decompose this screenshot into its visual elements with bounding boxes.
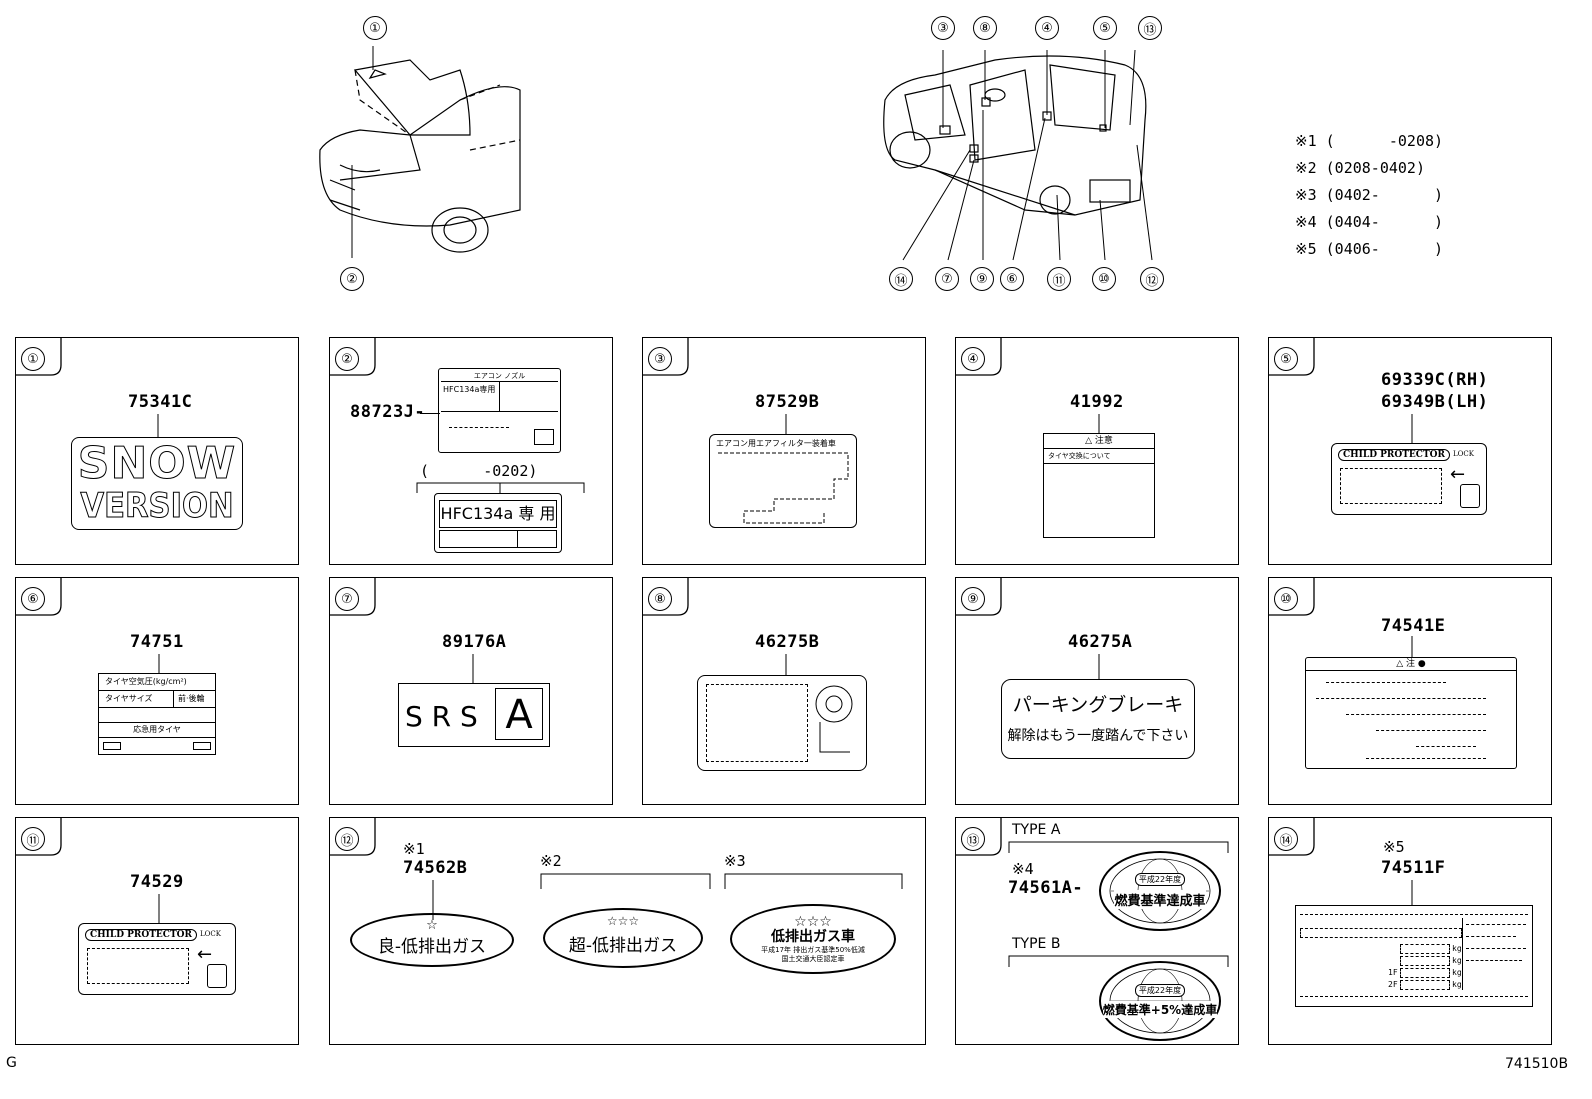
panel-2[interactable]: ② 88723J- エアコン ノズル HFC134a専用 ( -0202) HF… <box>329 337 613 565</box>
hfc-label-small: エアコン ノズル HFC134a専用 <box>438 368 561 453</box>
part-number: 87529B <box>755 392 820 412</box>
hfc-label-large: HFC134a 専 用 <box>434 493 562 553</box>
callout-2[interactable]: ② <box>340 267 364 291</box>
callout-11[interactable]: ⑪ <box>1047 267 1071 291</box>
part-number: 46275A <box>1068 632 1133 652</box>
callout-7[interactable]: ⑦ <box>935 267 959 291</box>
type-a-label: TYPE A <box>1012 822 1061 838</box>
part-number: 75341C <box>128 392 193 412</box>
callout-5[interactable]: ⑤ <box>1093 16 1117 40</box>
part-number: 74751 <box>130 632 184 652</box>
callout-3[interactable]: ③ <box>931 16 955 40</box>
panel-10[interactable]: ⑩ 74541E △ 注 ● <box>1268 577 1552 805</box>
tire-caution-label: △ 注意 タイヤ交換について <box>1043 433 1155 538</box>
part-number: 74541E <box>1381 616 1446 636</box>
footer-diagram-id: 741510B <box>1505 1056 1569 1072</box>
part-number: 88723J- <box>350 402 426 422</box>
callout-14[interactable]: ⑭ <box>889 267 913 291</box>
snow-version-label: SNOW VERSION <box>71 437 243 530</box>
callout-13[interactable]: ⑬ <box>1138 16 1162 40</box>
part-number: 74529 <box>130 872 184 892</box>
note-4: ※4 (0404- ) <box>1295 213 1444 231</box>
panel-13[interactable]: ⑬ TYPE A ※4 74561A- 平成22年度 燃費基準達成車 TYPE … <box>955 817 1239 1045</box>
callout-4[interactable]: ④ <box>1035 16 1059 40</box>
panel-5[interactable]: ⑤ 69339C(RH) 69349B(LH) CHILD PROTECTOR … <box>1268 337 1552 565</box>
fuel-standard-oval-a: 平成22年度 燃費基準達成車 <box>1099 851 1221 931</box>
panel-1[interactable]: ① 75341C SNOW VERSION <box>15 337 299 565</box>
panel-6[interactable]: ⑥ 74751 タイヤ空気圧(kg/cm²) タイヤサイズ 前·後輪 応急用タイ… <box>15 577 299 805</box>
note-mark-4: ※4 <box>1012 860 1034 878</box>
part-number: 89176A <box>442 632 507 652</box>
part-number: 41992 <box>1070 392 1124 412</box>
range-label: ( -0202) <box>420 462 538 480</box>
notes-list: ※1 ( -0208) ※2 (0208-0402) ※3 (0402- ) ※… <box>1295 128 1443 263</box>
panel-3[interactable]: ③ 87529B エアコン用エアフィルタ一装着車 <box>642 337 926 565</box>
air-filter-label: エアコン用エアフィルタ一装着車 <box>709 434 857 528</box>
rear-car-illustration <box>883 49 1153 261</box>
low-emission-oval-2: ☆☆☆ 超-低排出ガス <box>543 908 703 968</box>
note-1: ※1 ( -0208) <box>1295 132 1444 150</box>
note-5: ※5 (0406- ) <box>1295 240 1444 258</box>
airbag-label <box>697 675 867 771</box>
tire-pressure-label: タイヤ空気圧(kg/cm²) タイヤサイズ 前·後輪 応急用タイヤ <box>98 673 216 755</box>
callout-6[interactable]: ⑥ <box>1000 267 1024 291</box>
callout-8[interactable]: ⑧ <box>973 16 997 40</box>
caution-text-label: △ 注 ● <box>1305 657 1517 769</box>
note-mark-3: ※3 <box>724 852 746 870</box>
low-emission-oval-1: ☆ 良-低排出ガス <box>350 913 514 967</box>
callout-12[interactable]: ⑫ <box>1140 267 1164 291</box>
callout-9[interactable]: ⑨ <box>970 267 994 291</box>
note-mark-2: ※2 <box>540 852 562 870</box>
note-mark-5: ※5 <box>1383 838 1405 856</box>
panel-number: ① <box>21 347 45 371</box>
panel-4[interactable]: ④ 41992 △ 注意 タイヤ交換について <box>955 337 1239 565</box>
child-protector-label: CHILD PROTECTOR LOCK ← <box>1331 443 1487 515</box>
panel-11[interactable]: ⑪ 74529 CHILD PROTECTOR LOCK ← <box>15 817 299 1045</box>
panel-8[interactable]: ⑧ 46275B <box>642 577 926 805</box>
footer-left-code: G <box>6 1055 17 1071</box>
part-number: 46275B <box>755 632 820 652</box>
note-2: ※2 (0208-0402) <box>1295 159 1425 177</box>
part-number-rh: 69339C(RH) <box>1381 370 1489 390</box>
fuel-standard-oval-b: 平成22年度 燃費基準+5%達成車 <box>1099 961 1221 1041</box>
note-mark-1: ※1 <box>403 840 425 858</box>
callout-1[interactable]: ① <box>363 16 387 40</box>
panel-9[interactable]: ⑨ 46275A パーキングブレーキ 解除はもう一度踏んで下さい <box>955 577 1239 805</box>
part-number: 74562B <box>403 858 468 878</box>
callout-10[interactable]: ⑩ <box>1092 267 1116 291</box>
part-number: 74561A- <box>1008 878 1084 898</box>
panel-7[interactable]: ⑦ 89176A S R S A <box>329 577 613 805</box>
front-car-illustration <box>319 46 521 258</box>
part-number: 74511F <box>1381 858 1446 878</box>
low-emission-oval-3: ☆☆☆ 低排出ガス車 平成17年 排出ガス基準50%低減 国土交通大臣認定車 <box>730 904 896 974</box>
srs-label: S R S A <box>398 683 550 747</box>
panel-12[interactable]: ⑫ ※1 74562B ※2 ※3 ☆ 良-低排出ガス ☆☆☆ 超-低排出ガス … <box>329 817 926 1045</box>
part-number-lh: 69349B(LH) <box>1381 392 1489 412</box>
type-b-label: TYPE B <box>1012 936 1061 952</box>
child-protector-label: CHILD PROTECTOR LOCK ← <box>78 923 236 995</box>
parking-brake-label: パーキングブレーキ 解除はもう一度踏んで下さい <box>1001 679 1195 759</box>
note-3: ※3 (0402- ) <box>1295 186 1444 204</box>
